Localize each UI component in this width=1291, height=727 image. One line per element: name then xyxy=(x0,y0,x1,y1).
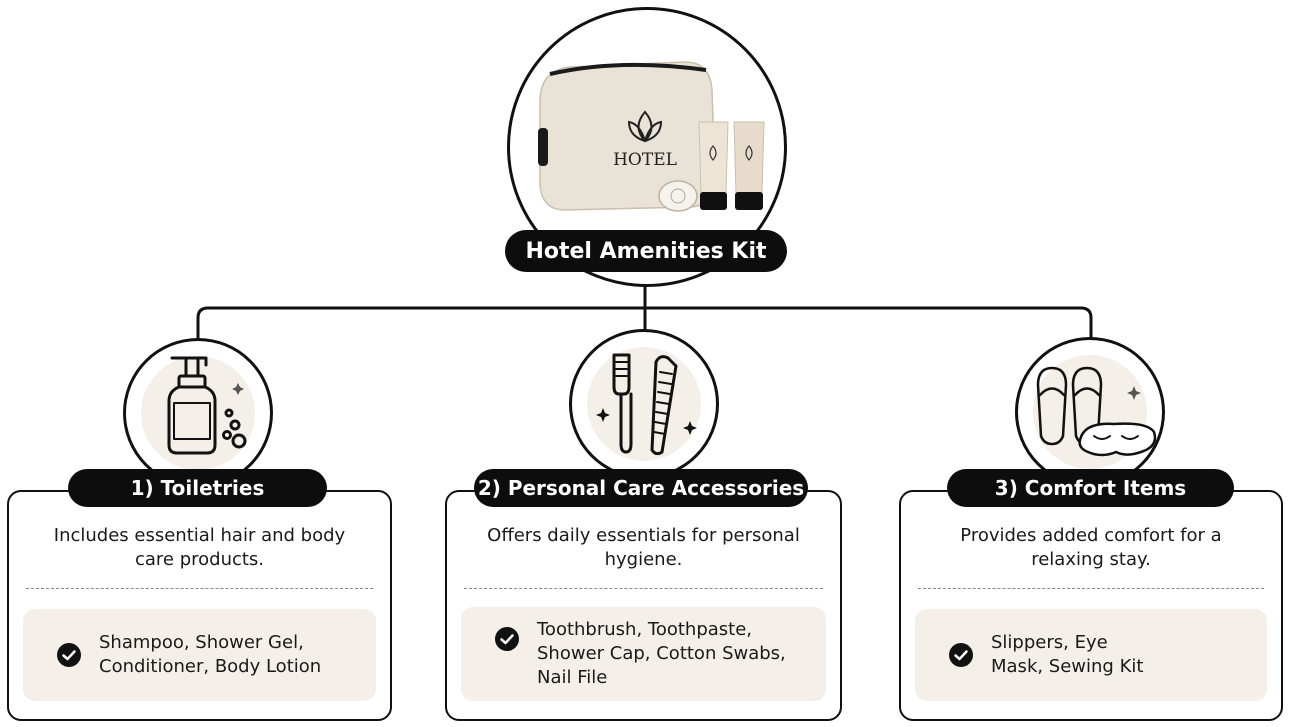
category-heading-comfort: 3) Comfort Items xyxy=(947,469,1234,507)
category-items-panel: Toothbrush, Toothpaste, Shower Cap, Cott… xyxy=(461,607,826,701)
dashed-divider xyxy=(918,588,1264,589)
kit-title: Hotel Amenities Kit xyxy=(505,230,787,272)
category-description: Provides added comfort for a relaxing st… xyxy=(960,525,1222,570)
category-items: Toothbrush, Toothpaste, Shower Cap, Cott… xyxy=(537,619,786,688)
category-card-personal-care: Offers daily essentials for personal hyg… xyxy=(445,490,842,721)
category-items: Slippers, Eye Mask, Sewing Kit xyxy=(991,632,1144,677)
category-heading-personal-care: 2) Personal Care Accessories xyxy=(474,469,808,507)
category-card-comfort: Provides added comfort for a relaxing st… xyxy=(899,490,1283,721)
check-circle-icon xyxy=(495,627,519,651)
category-items-panel: Shampoo, Shower Gel, Conditioner, Body L… xyxy=(23,609,376,701)
toothbrush-comb-icon xyxy=(596,353,697,456)
toiletries-icon-circle xyxy=(123,338,273,488)
comfort-icon-circle xyxy=(1015,337,1165,487)
check-circle-icon xyxy=(57,643,81,667)
category-items-panel: Slippers, Eye Mask, Sewing Kit xyxy=(915,609,1267,701)
category-items: Shampoo, Shower Gel, Conditioner, Body L… xyxy=(99,632,322,677)
tube-bottle-icon xyxy=(698,121,765,210)
category-heading-toiletries: 1) Toiletries xyxy=(68,469,327,507)
personal-care-icon-circle xyxy=(569,329,719,479)
category-description: Offers daily essentials for personal hyg… xyxy=(487,525,800,570)
pump-bottle-icon xyxy=(167,356,247,455)
dashed-divider xyxy=(464,588,823,589)
category-card-toiletries: Includes essential hair and body care pr… xyxy=(7,490,392,721)
leaf-logo-icon xyxy=(627,110,663,143)
slippers-eye-mask-icon xyxy=(1036,366,1157,457)
dashed-divider xyxy=(26,588,373,589)
check-circle-icon xyxy=(949,643,973,667)
kit-logo-text: HOTEL xyxy=(613,150,677,170)
category-description: Includes essential hair and body care pr… xyxy=(53,525,346,570)
